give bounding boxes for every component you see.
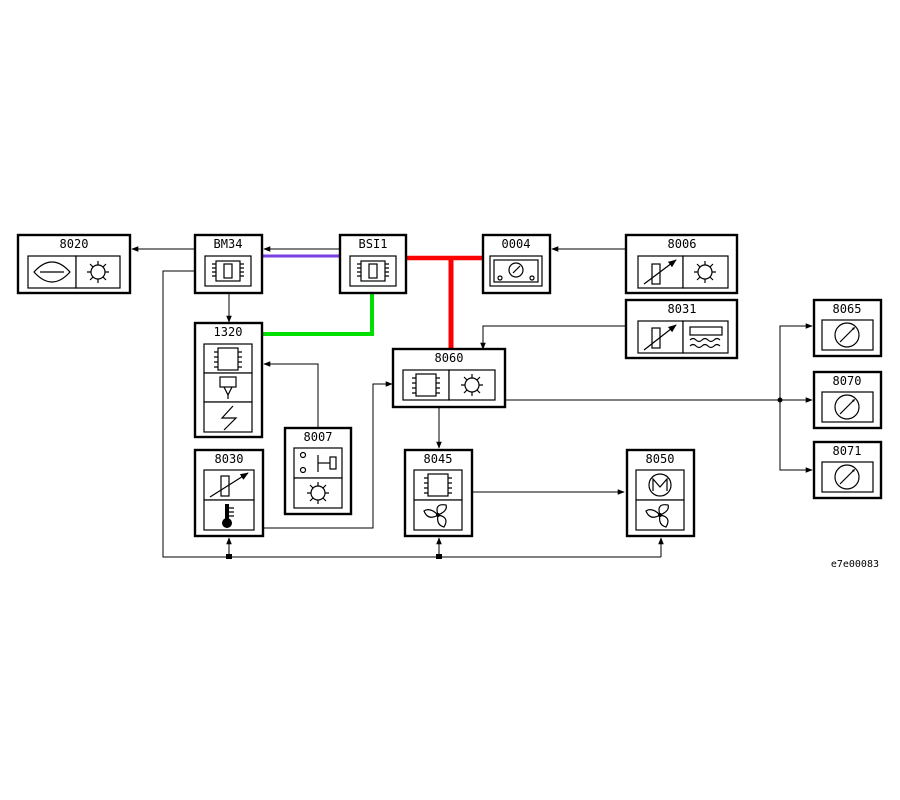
- component-8020: 8020: [16, 233, 132, 295]
- component-8006: 8006: [624, 233, 739, 295]
- bus-bsi1-1320: [262, 292, 374, 336]
- cog-icon: [461, 374, 483, 396]
- label-8006: 8006: [668, 237, 697, 251]
- cog-icon: [694, 261, 716, 283]
- junction-8045: [436, 554, 442, 559]
- label-bm34: BM34: [214, 237, 243, 251]
- label-8050: 8050: [646, 452, 675, 466]
- label-bsi1: BSI1: [359, 237, 388, 251]
- fan-icon: [645, 504, 669, 528]
- wire-8030-8060: [263, 381, 393, 529]
- label-8065: 8065: [833, 302, 862, 316]
- component-8065: 8065: [812, 298, 883, 358]
- cog-icon: [87, 261, 109, 283]
- chip-icon: [412, 373, 440, 397]
- component-0004: 0004: [481, 233, 552, 295]
- wire-8007-1320: [263, 361, 319, 428]
- wires: [131, 246, 813, 559]
- instrument-panel-icon: [493, 259, 539, 283]
- module-icon: [357, 260, 389, 282]
- diagram-reference: e7e00083: [831, 559, 879, 570]
- thermometer-icon: [222, 504, 234, 528]
- component-8070: 8070: [812, 370, 883, 430]
- label-0004: 0004: [502, 237, 531, 251]
- cog-icon: [307, 482, 329, 504]
- wire-8060-8065: [779, 323, 813, 400]
- component-8007: 8007: [283, 426, 353, 516]
- component-bm34: BM34: [193, 233, 264, 295]
- wire-bottom-line: [162, 270, 661, 558]
- wire-8031-8060: [480, 325, 626, 350]
- label-8030: 8030: [215, 452, 244, 466]
- junction-8030: [226, 554, 232, 559]
- fan-icon: [423, 504, 447, 528]
- component-8071: 8071: [812, 440, 883, 500]
- component-8050: 8050: [625, 448, 696, 538]
- label-8007: 8007: [304, 430, 333, 444]
- chip-icon: [214, 347, 242, 371]
- label-8031: 8031: [668, 302, 697, 316]
- label-8060: 8060: [435, 351, 464, 365]
- variable-resistor-icon: [643, 259, 677, 285]
- component-8045: 8045: [403, 448, 474, 538]
- buses: [262, 254, 483, 350]
- label-1320: 1320: [214, 325, 243, 339]
- component-8030: 8030: [193, 448, 265, 538]
- label-8070: 8070: [833, 374, 862, 388]
- meter-icon: [834, 394, 860, 420]
- label-8045: 8045: [424, 452, 453, 466]
- component-bsi1: BSI1: [338, 233, 408, 295]
- module-icon: [212, 260, 244, 282]
- label-8071: 8071: [833, 444, 862, 458]
- component-8031: 8031: [624, 298, 739, 360]
- lightning-icon: [220, 405, 238, 431]
- variable-resistor-icon: [643, 324, 677, 351]
- meter-icon: [834, 322, 860, 348]
- evaporator-icon: [689, 326, 723, 349]
- injector-icon: [219, 376, 237, 399]
- label-8020: 8020: [60, 237, 89, 251]
- component-8060: 8060: [391, 347, 507, 409]
- wire-8060-8071: [779, 400, 813, 473]
- motor-icon: [648, 473, 672, 497]
- pressure-switch-icon: [299, 451, 337, 474]
- headlamp-icon: [33, 261, 71, 283]
- variable-resistor-icon: [209, 472, 249, 498]
- chip-icon: [424, 473, 452, 497]
- junction-injectors: [777, 397, 783, 403]
- component-1320: 1320: [193, 321, 264, 439]
- meter-icon: [834, 464, 860, 490]
